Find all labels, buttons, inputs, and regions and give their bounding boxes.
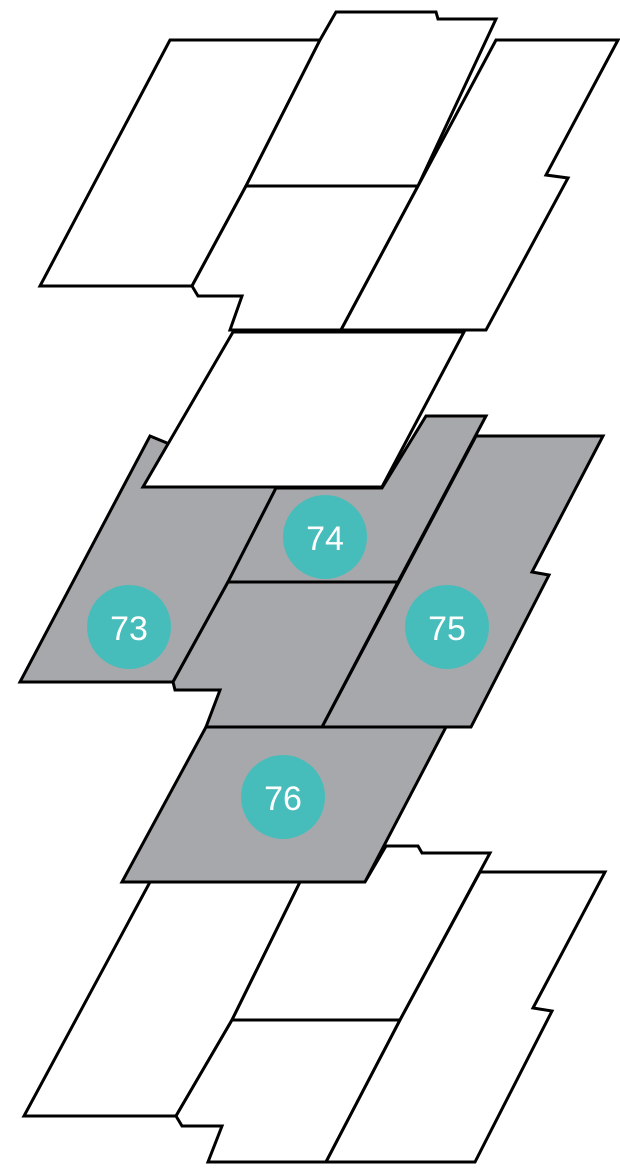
unit-badge-75-label: 75 — [428, 610, 466, 648]
unit-badge-73[interactable]: 73 — [87, 585, 171, 669]
unit-badge-74-circle — [283, 495, 367, 579]
lower-floor-unit-right[interactable] — [323, 870, 608, 1164]
unit-badge-73-circle — [87, 585, 171, 669]
unit-stairs-shape[interactable] — [171, 580, 401, 729]
unit-badge-76-circle — [241, 755, 325, 839]
unit-badge-74[interactable]: 74 — [283, 495, 367, 579]
upper-floor-unit-front[interactable] — [140, 330, 467, 489]
unit-badge-75[interactable]: 75 — [405, 585, 489, 669]
unit-badge-75-circle — [405, 585, 489, 669]
unit-badge-74-label: 74 — [306, 520, 344, 558]
unit-badge-73-label: 73 — [110, 610, 148, 648]
lower-floor — [21, 844, 608, 1164]
upper-floor-unit-top-middle[interactable] — [243, 10, 499, 188]
unit-badge-76-label: 76 — [264, 780, 302, 818]
unit-badge-76[interactable]: 76 — [241, 755, 325, 839]
upper-floor — [37, 10, 620, 332]
upper-floor-unit-right[interactable] — [338, 38, 620, 332]
